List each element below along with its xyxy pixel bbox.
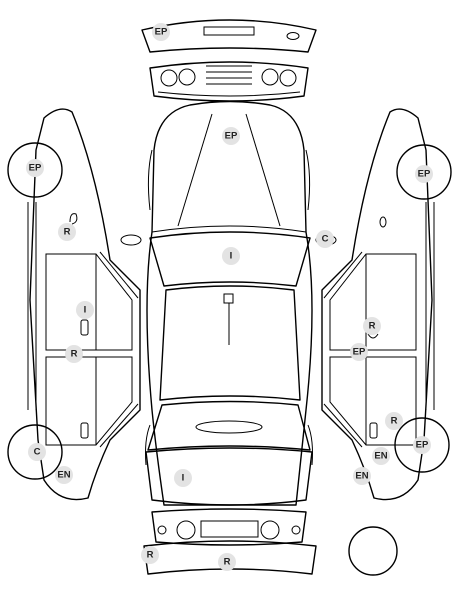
damage-marker-code: EP xyxy=(155,27,168,38)
damage-marker-left-front-fender-r: R xyxy=(58,223,76,241)
damage-marker-circle xyxy=(222,247,240,265)
damage-marker-hood-ep: EP xyxy=(222,127,240,145)
damage-marker-right-pillar-ep: EP xyxy=(350,343,368,361)
damage-marker-circle xyxy=(28,443,46,461)
top-view xyxy=(120,100,337,506)
damage-marker-rear-bumper-r-center: R xyxy=(218,553,236,571)
damage-marker-circle xyxy=(174,469,192,487)
damage-marker-code: EP xyxy=(418,169,431,180)
damage-marker-circle xyxy=(363,317,381,335)
damage-marker-code: R xyxy=(369,321,376,332)
damage-marker-circle xyxy=(26,159,44,177)
damage-marker-circle xyxy=(316,230,334,248)
damage-marker-right-rear-fender-en: EN xyxy=(372,447,390,465)
damage-marker-right-rear-wheel-ep: EP xyxy=(413,436,431,454)
damage-marker-circle xyxy=(55,466,73,484)
damage-marker-circle xyxy=(415,165,433,183)
damage-marker-code: R xyxy=(64,227,71,238)
damage-marker-rear-window-i: I xyxy=(174,469,192,487)
damage-marker-code: I xyxy=(84,305,87,316)
damage-marker-code: EN xyxy=(374,451,387,462)
damage-marker-code: I xyxy=(182,473,185,484)
blank-circle xyxy=(348,526,398,576)
damage-marker-code: EP xyxy=(353,347,366,358)
left-side-view xyxy=(7,108,141,501)
damage-marker-circle xyxy=(152,23,170,41)
damage-marker-code: R xyxy=(147,550,154,561)
damage-marker-code: EP xyxy=(29,163,42,174)
damage-marker-left-front-wheel-ep: EP xyxy=(26,159,44,177)
damage-marker-code: I xyxy=(230,251,233,262)
damage-marker-circle xyxy=(350,343,368,361)
front-view xyxy=(141,19,317,102)
damage-marker-left-pillar-r: R xyxy=(65,345,83,363)
damage-marker-circle xyxy=(372,447,390,465)
damage-marker-code: R xyxy=(391,416,398,427)
rear-view xyxy=(143,508,317,575)
damage-marker-code: C xyxy=(34,447,41,458)
right-side-view xyxy=(321,108,452,501)
damage-marker-circle xyxy=(385,412,403,430)
damage-marker-circle xyxy=(141,546,159,564)
damage-marker-right-mirror-c: C xyxy=(316,230,334,248)
damage-marker-code: C xyxy=(322,234,329,245)
damage-marker-right-front-door-r: R xyxy=(363,317,381,335)
damage-markers: EP EP I C I R R EP R I R C EN EP R EP R EN EP EN xyxy=(26,23,433,571)
damage-marker-right-front-wheel-ep: EP xyxy=(415,165,433,183)
damage-marker-left-front-door-i: I xyxy=(76,301,94,319)
damage-marker-code: R xyxy=(71,349,78,360)
damage-marker-code: EP xyxy=(416,440,429,451)
damage-marker-circle xyxy=(222,127,240,145)
damage-marker-code: EP xyxy=(225,131,238,142)
damage-marker-circle xyxy=(413,436,431,454)
damage-marker-right-rear-corner-en: EN xyxy=(353,467,371,485)
damage-marker-circle xyxy=(58,223,76,241)
damage-marker-front-bumper-ep: EP xyxy=(152,23,170,41)
damage-marker-circle xyxy=(353,467,371,485)
damage-marker-windshield-i: I xyxy=(222,247,240,265)
damage-marker-right-rear-door-r: R xyxy=(385,412,403,430)
damage-marker-circle xyxy=(76,301,94,319)
damage-marker-code: EN xyxy=(57,470,70,481)
damage-marker-circle xyxy=(65,345,83,363)
damage-marker-code: R xyxy=(224,557,231,568)
damage-marker-rear-bumper-r-left: R xyxy=(141,546,159,564)
damage-marker-circle xyxy=(218,553,236,571)
damage-marker-left-rear-wheel-c: C xyxy=(28,443,46,461)
damage-marker-left-rear-corner-en: EN xyxy=(55,466,73,484)
damage-marker-code: EN xyxy=(355,471,368,482)
